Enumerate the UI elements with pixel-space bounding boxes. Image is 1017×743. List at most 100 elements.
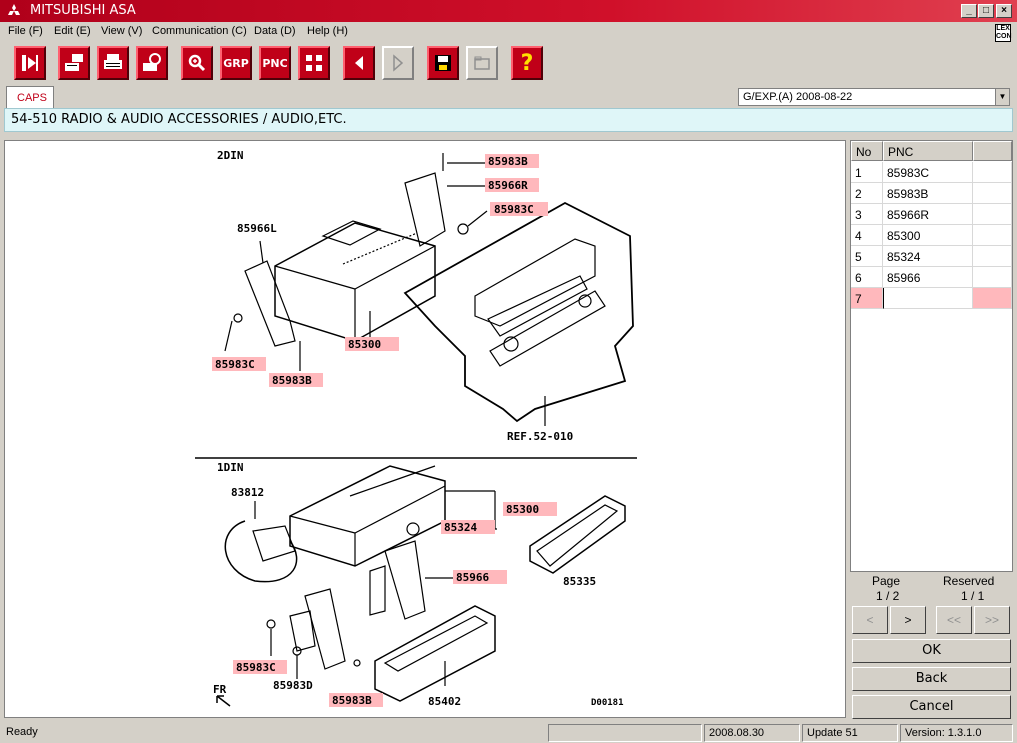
row-pnc: 85983B [883, 183, 973, 204]
callout-85966R[interactable]: 85966R [488, 179, 528, 192]
row-number: 7 [851, 288, 883, 309]
page-value: 1 / 2 [876, 589, 900, 603]
row-number: 1 [851, 162, 883, 183]
menu-edit[interactable]: Edit (E) [54, 25, 91, 37]
callout-85300-bottom[interactable]: 85300 [506, 503, 539, 516]
table-row[interactable]: 5 85324 [851, 246, 1012, 267]
next-button[interactable] [382, 46, 414, 80]
reserved-value: 1 / 1 [961, 589, 985, 603]
cancel-button[interactable]: Cancel [852, 695, 1011, 719]
magnifier-icon [188, 54, 206, 72]
open-folder-button[interactable] [466, 46, 498, 80]
back-button[interactable]: Back [852, 667, 1011, 691]
exploded-view-illustration [195, 153, 637, 707]
zoom-button[interactable] [181, 46, 213, 80]
print-search-button[interactable] [136, 46, 168, 80]
next-reserved-button[interactable]: >> [974, 606, 1010, 634]
mitsubishi-logo-icon [8, 4, 20, 15]
ok-button[interactable]: OK [852, 639, 1011, 663]
section-title: 54-510 RADIO & AUDIO ACCESSORIES / AUDIO… [4, 108, 1013, 132]
grp-button[interactable]: GRP [220, 46, 252, 80]
callout-85983C-bottom[interactable]: 85983C [236, 661, 276, 674]
table-row-editing[interactable]: 7 [851, 288, 1012, 309]
row-extra [973, 267, 1012, 288]
close-button[interactable]: × [996, 4, 1012, 18]
print-monitor-icon [65, 54, 83, 71]
callout-85983B-top-bottom[interactable]: 85983B [272, 374, 312, 387]
save-button[interactable] [427, 46, 459, 80]
diagram-labels: 2DIN 85983B 85966R 85983C 85966L 85300 8… [213, 149, 624, 708]
row-pnc: 85983C [883, 162, 973, 183]
row-number: 5 [851, 246, 883, 267]
table-row[interactable]: 6 85966 [851, 267, 1012, 288]
callout-85983D[interactable]: 85983D [273, 679, 313, 692]
next-page-button[interactable]: > [890, 606, 926, 634]
callout-85402[interactable]: 85402 [428, 695, 461, 708]
row-extra [973, 225, 1012, 246]
diagram-title-1din: 1DIN [217, 461, 244, 474]
print-search-icon [143, 53, 161, 71]
row-extra [973, 183, 1012, 204]
floppy-disk-icon [435, 55, 451, 71]
row-pnc: 85966 [883, 267, 973, 288]
row-extra [973, 288, 1012, 309]
callout-85324[interactable]: 85324 [444, 521, 477, 534]
callout-85966L[interactable]: 85966L [237, 222, 277, 235]
status-update: Update 51 [802, 724, 898, 742]
menu-communication[interactable]: Communication (C) [152, 25, 247, 37]
print-preview-button[interactable] [58, 46, 90, 80]
parts-diagram[interactable]: 2DIN 85983B 85966R 85983C 85966L 85300 8… [4, 140, 846, 718]
parts-table: No PNC 1 85983C 2 85983B 3 85966R 4 8530… [850, 140, 1013, 572]
menu-data[interactable]: Data (D) [254, 25, 296, 37]
row-extra [973, 246, 1012, 267]
grid-view-button[interactable] [298, 46, 330, 80]
table-row[interactable]: 3 85966R [851, 204, 1012, 225]
help-button[interactable]: ? [511, 46, 543, 80]
column-header-no[interactable]: No [851, 141, 883, 161]
callout-85983B-bottom[interactable]: 85983B [332, 694, 372, 707]
row-extra [973, 162, 1012, 183]
row-number: 3 [851, 204, 883, 225]
status-text: Ready [6, 726, 38, 738]
catalog-select-value: G/EXP.(A) 2008-08-22 [743, 91, 853, 103]
maximize-button[interactable]: □ [978, 4, 994, 18]
table-row[interactable]: 2 85983B [851, 183, 1012, 204]
callout-83812[interactable]: 83812 [231, 486, 264, 499]
front-indicator: FR [213, 683, 227, 696]
callout-85983B-top[interactable]: 85983B [488, 155, 528, 168]
tab-caps[interactable]: CAPS [6, 86, 54, 108]
status-bar: Ready 2008.08.30 Update 51 Version: 1.3.… [0, 722, 1017, 743]
pnc-edit-field[interactable] [883, 288, 973, 309]
callout-85300-top[interactable]: 85300 [348, 338, 381, 351]
print-button[interactable] [97, 46, 129, 80]
parts-panel: No PNC 1 85983C 2 85983B 3 85966R 4 8530… [850, 140, 1013, 719]
status-date: 2008.08.30 [704, 724, 800, 742]
minimize-button[interactable]: _ [961, 4, 977, 18]
catalog-select[interactable]: G/EXP.(A) 2008-08-22 ▼ [738, 88, 1010, 106]
menu-file[interactable]: File (F) [8, 25, 43, 37]
table-row[interactable]: 4 85300 [851, 225, 1012, 246]
column-header-extra[interactable] [973, 141, 1012, 161]
table-row[interactable]: 1 85983C [851, 162, 1012, 183]
exit-button[interactable] [14, 46, 46, 80]
callout-85966[interactable]: 85966 [456, 571, 489, 584]
callout-85983C-top-right[interactable]: 85983C [494, 203, 534, 216]
arrow-left-icon [355, 56, 363, 70]
callout-85335[interactable]: 85335 [563, 575, 596, 588]
previous-button[interactable] [343, 46, 375, 80]
callout-85983C-top-left[interactable]: 85983C [215, 358, 255, 371]
toolbar: GRP PNC ? [0, 44, 1017, 86]
menu-view[interactable]: View (V) [101, 25, 143, 37]
reserved-label: Reserved [943, 574, 995, 588]
pnc-button[interactable]: PNC [259, 46, 291, 80]
row-number: 2 [851, 183, 883, 204]
row-number: 6 [851, 267, 883, 288]
column-header-pnc[interactable]: PNC [883, 141, 973, 161]
menu-bar: File (F) Edit (E) View (V) Communication… [0, 22, 1017, 42]
diagram-code: D00181 [591, 698, 624, 708]
menu-help[interactable]: Help (H) [307, 25, 348, 37]
printer-icon [104, 54, 122, 69]
prev-reserved-button[interactable]: << [936, 606, 972, 634]
chevron-down-icon[interactable]: ▼ [995, 89, 1009, 105]
prev-page-button[interactable]: < [852, 606, 888, 634]
